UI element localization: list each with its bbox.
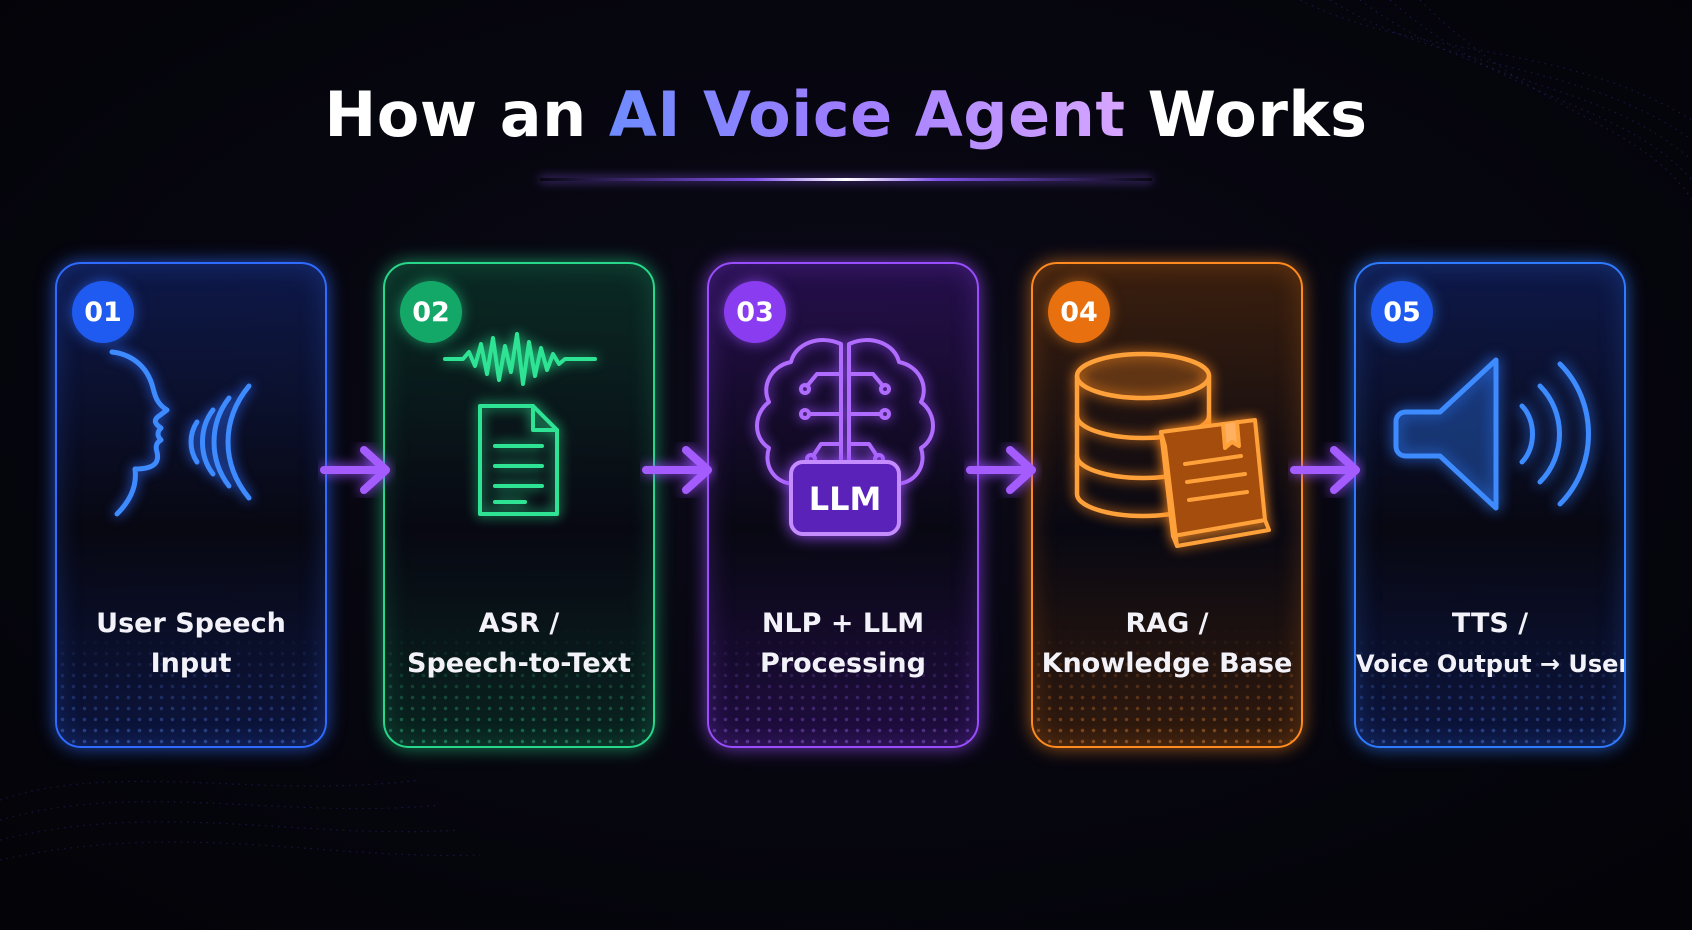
arrow-right-icon <box>966 446 1036 494</box>
step-label: NLP + LLM Processing <box>709 604 977 684</box>
step-card-rag-knowledge-base: 04 RAG / Knowledge Base <box>1031 262 1303 748</box>
step-number-badge: 01 <box>72 281 134 343</box>
title-highlight: AI Voice Agent <box>608 78 1126 151</box>
step-label-line1: NLP + LLM <box>761 608 925 639</box>
step-label-line1: ASR / <box>478 608 560 639</box>
step-label-line2: Knowledge Base <box>1041 648 1293 679</box>
arrow-right-icon <box>320 446 390 494</box>
llm-chip-label: LLM <box>809 480 882 518</box>
step-label-line2: Input <box>150 648 232 679</box>
step-card-user-speech-input: 01 User Speech Input <box>55 262 327 748</box>
step-label: RAG / Knowledge Base <box>1033 604 1301 684</box>
step-label-line1: User Speech <box>96 608 286 639</box>
step-label-line2: Speech-to-Text <box>407 648 631 679</box>
step-label: User Speech Input <box>57 604 325 684</box>
brain-llm-icon: LLM <box>755 338 935 536</box>
waveform-document-icon <box>443 332 597 516</box>
step-card-tts-voice-output: 05 TTS / Voice Output → User <box>1354 262 1626 748</box>
step-number-badge: 02 <box>400 281 462 343</box>
database-book-icon <box>1074 351 1271 548</box>
user-speaking-icon <box>109 349 252 517</box>
arrow-right-icon <box>642 446 712 494</box>
step-label-line2: Processing <box>760 648 926 679</box>
page-title: How an AI Voice Agent Works <box>0 78 1692 151</box>
step-number-badge: 03 <box>724 281 786 343</box>
step-label-line1: TTS / <box>1451 608 1529 639</box>
step-number-badge: 05 <box>1371 281 1433 343</box>
step-card-nlp-llm-processing: 03 LLM NLP + LLM Processing <box>707 262 979 748</box>
step-label: ASR / Speech-to-Text <box>385 604 653 684</box>
title-prefix: How an <box>324 78 609 151</box>
step-number-badge: 04 <box>1048 281 1110 343</box>
step-label: TTS / Voice Output → User <box>1356 604 1624 684</box>
speaker-icon <box>1393 357 1591 511</box>
title-suffix: Works <box>1125 78 1368 151</box>
title-divider <box>540 178 1152 181</box>
arrow-right-icon <box>1290 446 1360 494</box>
step-label-line1: RAG / <box>1125 608 1209 639</box>
step-label-line2: Voice Output → User <box>1356 650 1626 678</box>
step-card-asr-speech-to-text: 02 ASR / Speech-to-Text <box>383 262 655 748</box>
